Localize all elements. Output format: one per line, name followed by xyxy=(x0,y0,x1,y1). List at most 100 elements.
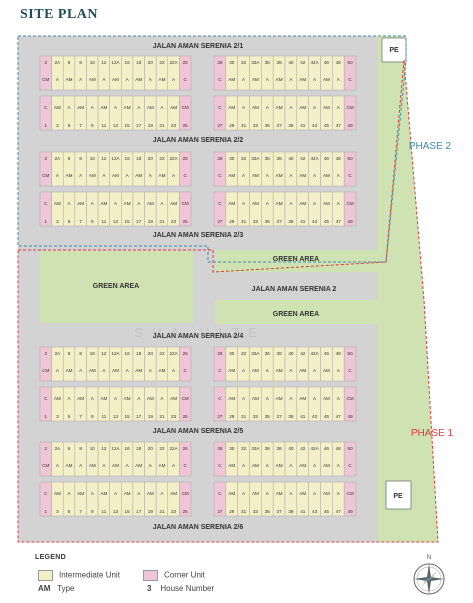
block-row-2-4-east-south: 27C29AM31A33AM35A37AM39A41AM43A45AM47A49… xyxy=(213,386,357,422)
house-number: 1 xyxy=(45,123,48,128)
house-number: 17 xyxy=(136,414,142,419)
house-type: A xyxy=(242,368,246,373)
house-number: 45 xyxy=(324,219,330,224)
house-number: 1 xyxy=(45,414,48,419)
house-number: 29 xyxy=(229,414,235,419)
house-number: 39 xyxy=(288,509,294,514)
house-type: AM xyxy=(54,201,61,206)
house-number: 47 xyxy=(336,414,342,419)
pe-label-south: PE xyxy=(393,493,403,500)
house-type: A xyxy=(266,368,270,373)
house-number: 33A xyxy=(251,60,260,65)
house-number: 8 xyxy=(79,60,82,65)
house-number: 2A xyxy=(55,156,62,161)
house-type: A xyxy=(56,368,60,373)
house-number: 41 xyxy=(300,219,306,224)
green-area-south-label: GREEN AREA xyxy=(273,311,319,318)
house-type: AM xyxy=(77,105,84,110)
house-type: C xyxy=(218,173,222,178)
house-type: AM xyxy=(276,463,283,468)
house-lot xyxy=(343,95,357,131)
house-number: 31 xyxy=(241,414,247,419)
green-area-large-label: GREEN AREA xyxy=(93,283,139,290)
house-type: AM xyxy=(299,173,306,178)
house-type: AM xyxy=(276,396,283,401)
house-number: 8 xyxy=(79,446,82,451)
house-number: 50 xyxy=(348,351,354,356)
legend-type-label: Type xyxy=(57,584,75,593)
house-number: 18 xyxy=(136,156,142,161)
house-type: A xyxy=(67,396,71,401)
house-number: 31 xyxy=(241,219,247,224)
house-number: 12A xyxy=(111,351,120,356)
house-number: 25 xyxy=(183,509,189,514)
house-type: AM xyxy=(66,463,73,468)
house-type: AM xyxy=(323,173,330,178)
road-label-2: JALAN AMAN SERENIA 2 xyxy=(252,286,337,293)
corner-unit-swatch xyxy=(143,570,158,581)
house-type: AM xyxy=(77,491,84,496)
block-row-2-5-east-south: 27C29AM31A33AM35A37AM39A41AM43A45AM47A49… xyxy=(213,481,357,517)
house-type: AM xyxy=(89,77,96,82)
house-type: A xyxy=(242,396,246,401)
house-type: AM xyxy=(54,491,61,496)
house-number: 20 xyxy=(148,60,154,65)
house-type: C xyxy=(184,77,188,82)
house-type: AM xyxy=(147,396,154,401)
house-number: 22A xyxy=(169,446,178,451)
house-number: 30 xyxy=(229,351,235,356)
house-type: AM xyxy=(252,396,259,401)
house-type: AM xyxy=(299,463,306,468)
house-lot xyxy=(343,151,357,187)
house-type: AM xyxy=(170,396,177,401)
house-type: AM xyxy=(112,368,119,373)
house-number: 7 xyxy=(79,414,82,419)
house-number: 16 xyxy=(125,351,131,356)
phase-2-label: PHASE 2 xyxy=(409,141,452,152)
house-type: A xyxy=(172,368,176,373)
house-type: AM xyxy=(228,491,235,496)
road-label-2-4: JALAN AMAN SERENIA 2/4 xyxy=(153,333,244,340)
house-type: A xyxy=(91,105,95,110)
house-type: A xyxy=(266,105,270,110)
house-type: A xyxy=(337,396,341,401)
house-type: A xyxy=(137,396,141,401)
house-lot xyxy=(343,55,357,91)
block-row-2-2-east-north: 28C30AM32A33AAM36A38AM40A42AM42AA46AM48A… xyxy=(213,151,357,187)
house-type: AM xyxy=(228,368,235,373)
house-type: AM xyxy=(276,173,283,178)
house-type: AM xyxy=(112,173,119,178)
house-number: 11 xyxy=(101,219,106,224)
house-number: 5 xyxy=(68,219,71,224)
house-type: AM xyxy=(147,201,154,206)
house-type: CM xyxy=(347,105,354,110)
house-number: 22A xyxy=(169,60,178,65)
house-number: 49 xyxy=(348,219,354,224)
house-number: 13 xyxy=(113,414,119,419)
house-number: 40 xyxy=(288,60,294,65)
house-type: A xyxy=(137,105,141,110)
house-type: A xyxy=(137,491,141,496)
house-number: 6 xyxy=(68,60,71,65)
house-type: A xyxy=(114,491,118,496)
house-type: AM xyxy=(228,77,235,82)
house-number: 32 xyxy=(241,60,247,65)
house-type: C xyxy=(218,105,222,110)
house-number: 33 xyxy=(253,509,259,514)
house-lot xyxy=(179,481,192,517)
house-number: 42A xyxy=(310,156,319,161)
house-number: 3 xyxy=(56,509,59,514)
house-type: AM xyxy=(66,368,73,373)
intermediate-unit-swatch xyxy=(38,570,53,581)
house-number: 18 xyxy=(136,446,142,451)
house-type: A xyxy=(79,173,83,178)
house-lot xyxy=(343,191,357,227)
house-number: 32 xyxy=(241,446,247,451)
house-number: 42 xyxy=(300,156,306,161)
house-number: 22A xyxy=(169,351,178,356)
phase-1-boundary xyxy=(17,59,439,543)
house-number: 8 xyxy=(79,351,82,356)
house-number: 49 xyxy=(348,414,354,419)
house-number: 28 xyxy=(217,446,223,451)
house-type: A xyxy=(126,463,130,468)
